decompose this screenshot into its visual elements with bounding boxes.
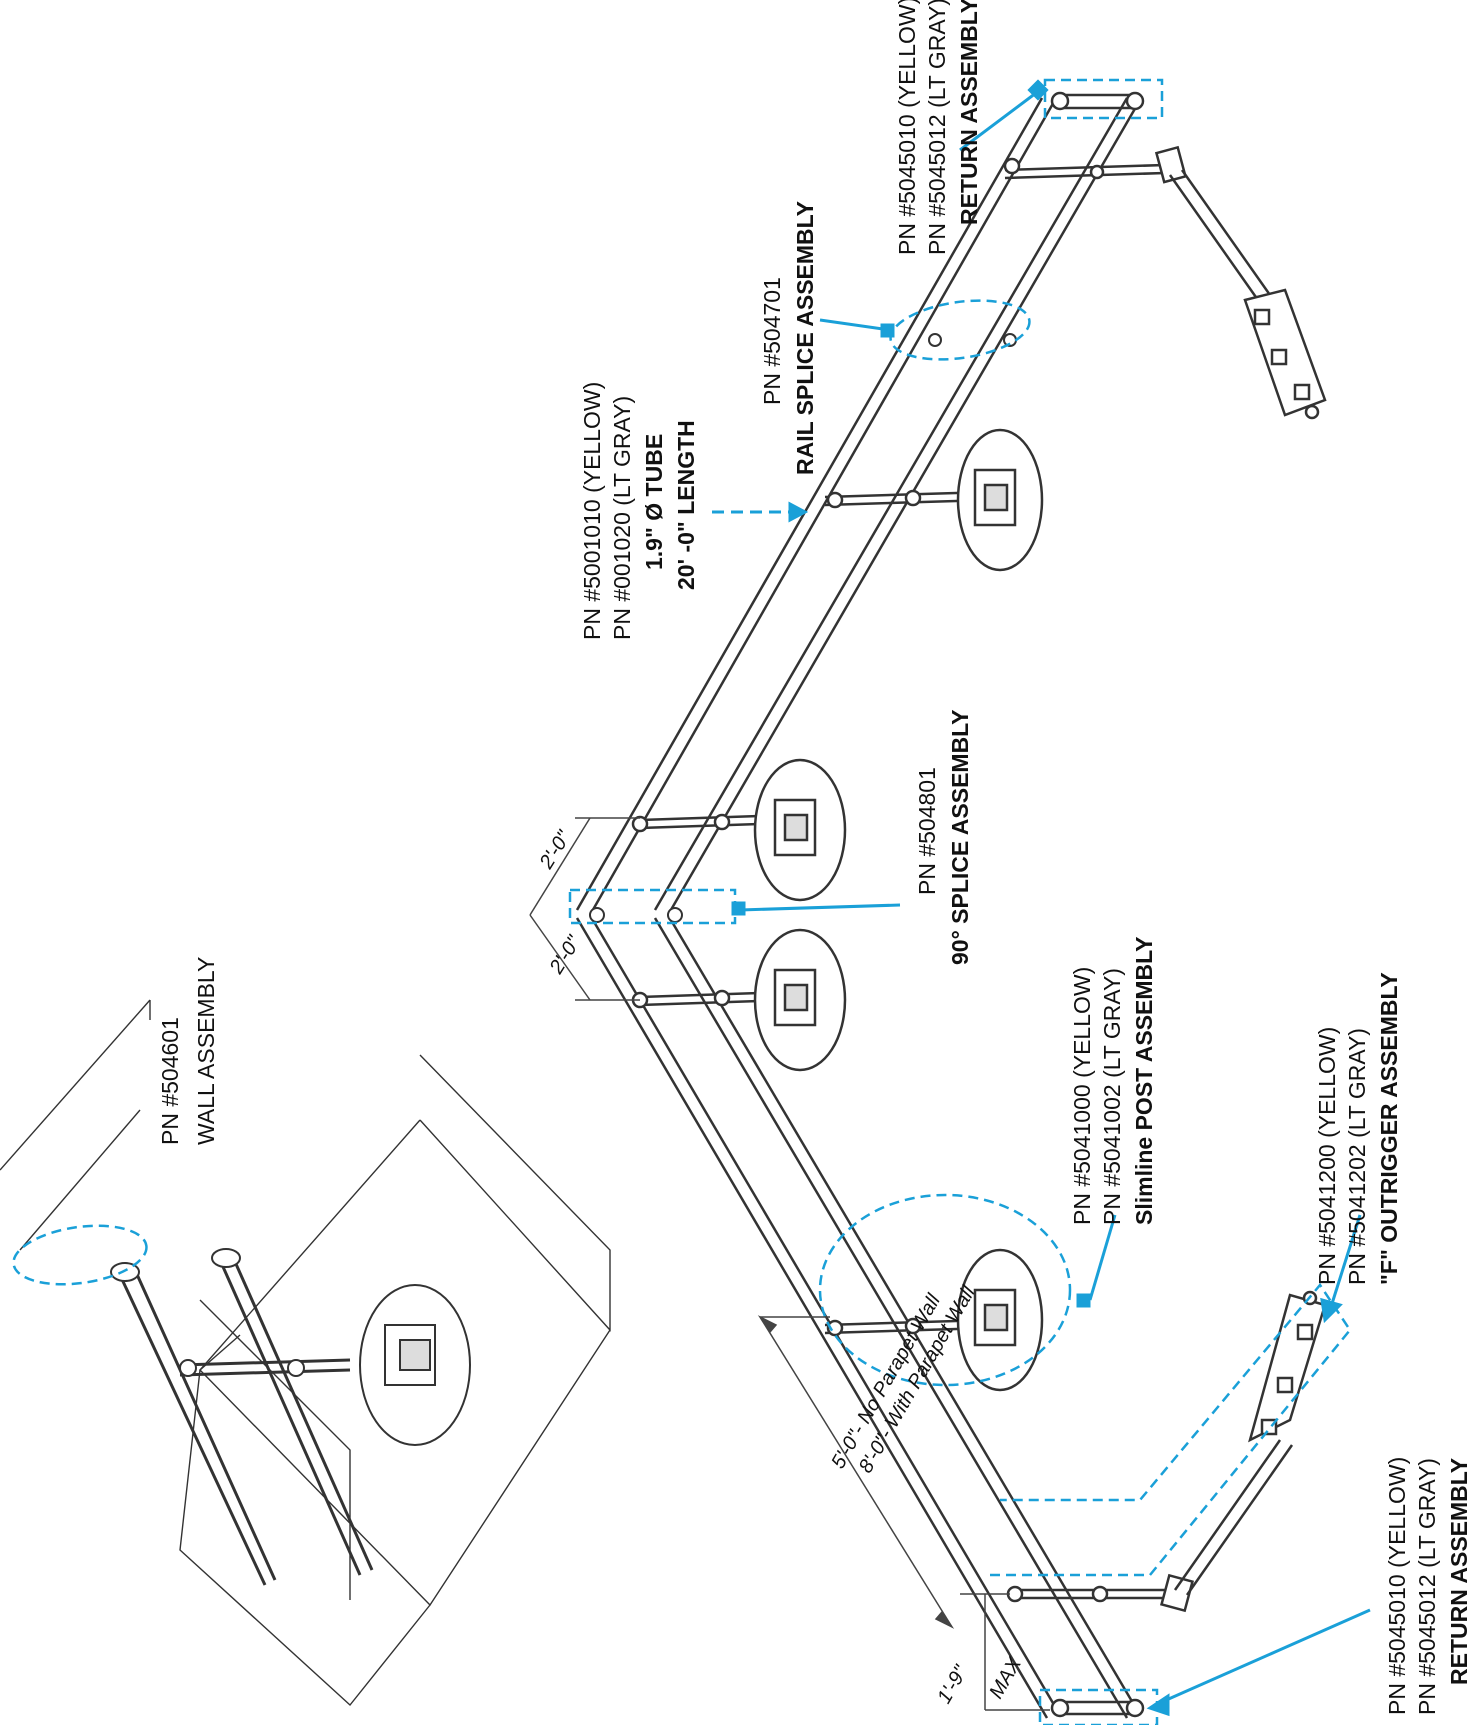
label-return-bottom: PN #5045010 (YELLOW) PN #5045012 (LT GRA… — [1384, 1457, 1472, 1715]
tube-pn-yellow: PN #5001010 (YELLOW) — [579, 382, 605, 640]
callout-return-top — [1043, 78, 1164, 120]
callouts — [12, 78, 1352, 1725]
mid-rail-left — [666, 914, 1142, 1716]
callout-post — [818, 1193, 1072, 1387]
dimension-lines — [529, 817, 1050, 1711]
return-bottom-pn-gray: PN #5045012 (LT GRAY) — [1414, 1458, 1440, 1715]
post-name: Slimline POST ASSEMBLY — [1131, 937, 1157, 1225]
leader-marker — [1027, 79, 1049, 101]
leader-arrow — [1320, 1297, 1343, 1324]
leader-lines — [708, 79, 1371, 1717]
label-return-top: PN #5045010 (YELLOW) PN #5045012 (LT GRA… — [894, 0, 982, 255]
label-outrigger: PN #5041200 (YELLOW) PN #5041202 (LT GRA… — [1314, 972, 1402, 1285]
corner-dimension-upper — [529, 817, 591, 916]
label-post: PN #5041000 (YELLOW) PN #5041002 (LT GRA… — [1069, 937, 1157, 1225]
top-rail-left — [575, 917, 1049, 1719]
top-rail-right — [588, 99, 1057, 916]
wall-front-face — [179, 1369, 431, 1707]
callout-wall — [12, 1224, 148, 1286]
posts — [631, 428, 1044, 1392]
tube-length: 20' -0" LENGTH — [673, 420, 699, 590]
return-bottom-name: RETURN ASSEMBLY — [1446, 1458, 1472, 1685]
post-name-prefix: Slimline — [1131, 1130, 1157, 1225]
outrigger-pn-gray: PN #5041202 (LT GRAY) — [1344, 1028, 1370, 1285]
dim-post-spacing: 5'-0"- No Parapet Wall 8'-0"- With Parap… — [827, 1282, 980, 1477]
tube-size: 1.9" Ø TUBE — [641, 434, 667, 570]
callout-rail-splice — [889, 299, 1031, 361]
tube-pn-gray: PN #001020 (LT GRAY) — [609, 396, 635, 640]
wall-name: WALL ASSEMBLY — [193, 957, 219, 1145]
post-pn-gray: PN #5041002 (LT GRAY) — [1099, 968, 1125, 1225]
outrigger-plate-top — [1243, 288, 1327, 420]
splice-90-pn: PN #504801 — [914, 767, 940, 895]
mid-rail-right — [666, 99, 1142, 916]
return-top-name: RETURN ASSEMBLY — [956, 0, 982, 225]
post-corner-upper — [631, 758, 847, 902]
leader-marker — [731, 901, 746, 916]
top-rail-right — [575, 97, 1044, 911]
post-rail-splice — [824, 428, 1044, 572]
label-rail-splice: PN #504701 RAIL SPLICE ASSEMBLY — [759, 201, 818, 475]
corner-dim-b: 2'-0" — [545, 931, 586, 978]
post-corner-lower — [631, 928, 847, 1072]
wall-side-face — [419, 1054, 611, 1332]
return-top-pn-yellow: PN #5045010 (YELLOW) — [894, 0, 920, 255]
wall-edge-line — [19, 1109, 141, 1251]
label-90-splice: PN #504801 90° SPLICE ASSEMBLY — [914, 710, 973, 965]
label-tube: PN #5001010 (YELLOW) PN #001020 (LT GRAY… — [579, 382, 699, 640]
return-bottom-pn-yellow: PN #5045010 (YELLOW) — [1384, 1457, 1410, 1715]
return-top-pn-gray: PN #5045012 (LT GRAY) — [924, 0, 950, 255]
leader-arrow — [788, 501, 809, 523]
rail-splice-name: RAIL SPLICE ASSEMBLY — [792, 201, 818, 475]
top-return-assembly — [1003, 91, 1327, 420]
rail-splice-pn: PN #504701 — [759, 277, 785, 405]
wall-bracket — [211, 1248, 241, 1268]
outrigger-plate-bottom — [1248, 1290, 1327, 1443]
post-slimline — [824, 1248, 1044, 1392]
corner-dimension-lower — [529, 914, 591, 1001]
splice-90-name: 90° SPLICE ASSEMBLY — [947, 710, 973, 965]
rail-fitting — [179, 1359, 197, 1377]
outrigger-name: "F" OUTRIGGER ASSEMBLY — [1376, 972, 1402, 1285]
rail-fitting — [287, 1359, 305, 1377]
wall-bracket — [110, 1262, 140, 1282]
label-wall: PN #504601 WALL ASSEMBLY — [157, 957, 219, 1145]
leader-arrow — [1146, 1693, 1170, 1717]
post-name-main: POST ASSEMBLY — [1131, 937, 1157, 1131]
wall-edge-line — [0, 999, 151, 1171]
wall-top-face — [199, 1119, 611, 1607]
leader-marker — [880, 323, 895, 338]
wall-pn: PN #504601 — [157, 1017, 183, 1145]
mid-rail-left — [653, 917, 1129, 1719]
post-pn-yellow: PN #5041000 (YELLOW) — [1069, 967, 1095, 1225]
return-max-dim: MAX — [985, 1653, 1026, 1702]
outrigger-pn-yellow: PN #5041200 (YELLOW) — [1314, 1027, 1340, 1285]
leader-marker — [1076, 1293, 1091, 1308]
post-spacing-dimension — [759, 1316, 953, 1628]
parapet-wall — [0, 999, 611, 1707]
return-depth-dim: 1'-9" — [933, 1661, 972, 1707]
wall-assembly — [110, 1248, 471, 1586]
